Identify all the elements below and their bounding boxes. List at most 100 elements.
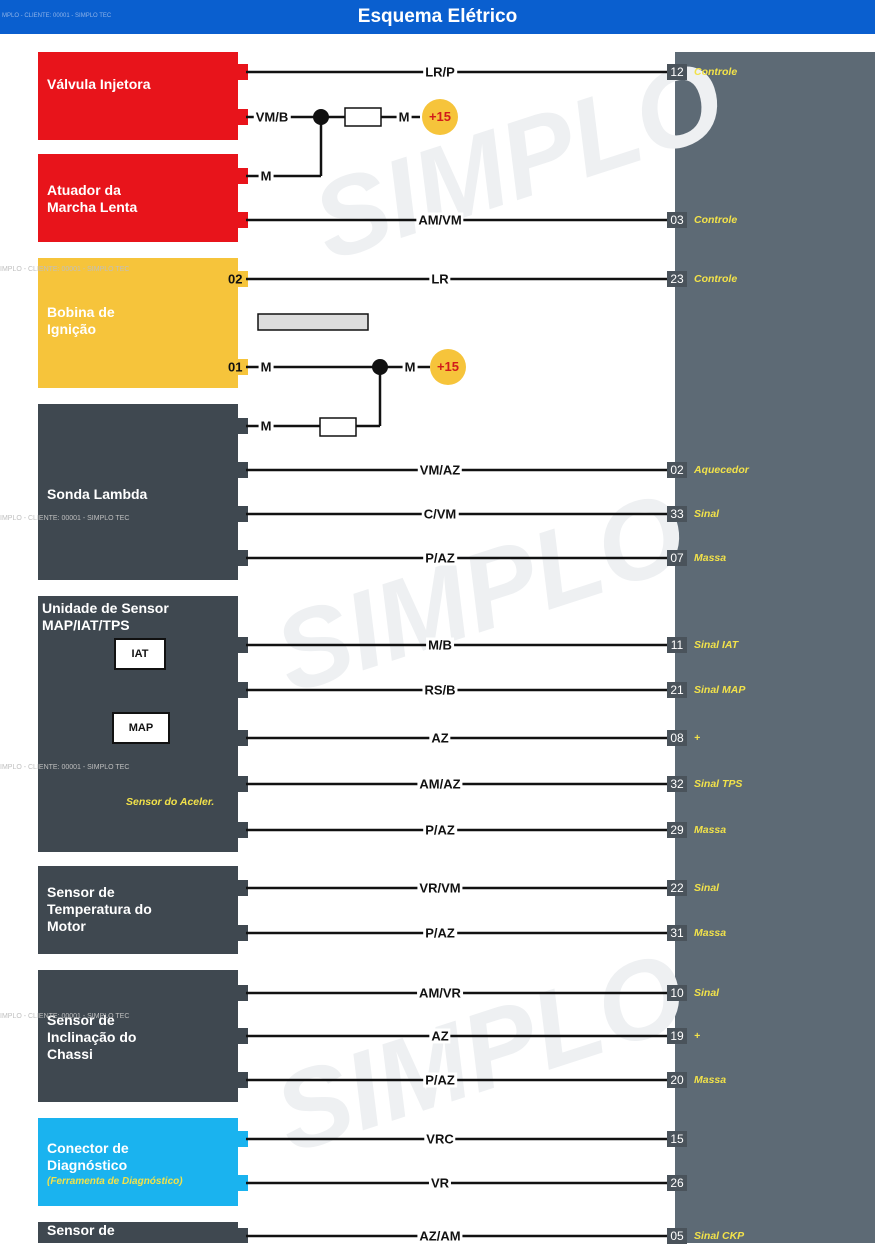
connector-notch bbox=[238, 880, 248, 896]
ecu-pin-description: Massa bbox=[694, 552, 727, 564]
wire-label: P/AZ bbox=[423, 1072, 457, 1088]
ecu-pin-description: Sinal IAT bbox=[694, 639, 739, 651]
ecu-pin-number: 21 bbox=[667, 682, 687, 698]
wire-label-m: M bbox=[258, 168, 274, 184]
ecu-pin-description: Controle bbox=[694, 273, 738, 285]
ecu-pin-number: 10 bbox=[667, 985, 687, 1001]
watermark-text: IMPLO - CLIENTE: 00001 - SIMPLO TEC bbox=[0, 764, 130, 771]
ecu-pin-number: 31 bbox=[667, 925, 687, 941]
watermark-logo: SIMPLO bbox=[261, 469, 700, 716]
block-label: Atuador da Marcha Lenta bbox=[47, 182, 138, 215]
connector-notch bbox=[238, 682, 248, 698]
block-sonda-lambda: Sonda Lambda bbox=[38, 404, 238, 580]
block-label: Sonda Lambda bbox=[47, 486, 148, 502]
block-conector-diagnostico: Conector de Diagnóstico (Ferramenta de D… bbox=[38, 1118, 238, 1206]
page-title: Esquema Elétrico bbox=[357, 6, 518, 27]
wire-label: AM/VM bbox=[416, 212, 464, 228]
wire-label: P/AZ bbox=[423, 925, 457, 941]
block-label: Bobina de Ignição bbox=[47, 304, 115, 337]
wire-label: VR/VM bbox=[417, 880, 463, 896]
spark-plug bbox=[257, 313, 369, 331]
wire-label: VM/AZ bbox=[417, 462, 463, 478]
plus15-terminal: +15 bbox=[422, 99, 458, 135]
wire-label: P/AZ bbox=[423, 822, 457, 838]
ecu-pin-number: 20 bbox=[667, 1072, 687, 1088]
wire-label: LR/P bbox=[423, 64, 457, 80]
connector-notch bbox=[238, 109, 248, 125]
connector-notch bbox=[238, 418, 248, 434]
connector-notch bbox=[238, 506, 248, 522]
wire-label-m: M bbox=[396, 109, 412, 125]
header-bar: MPLO - CLIENTE: 00001 - SIMPLO TEC Esque… bbox=[0, 0, 875, 34]
ecu-pin-number: 22 bbox=[667, 880, 687, 896]
wire-label: M/B bbox=[426, 637, 454, 653]
ecu-pin-description: Controle bbox=[694, 214, 738, 226]
connector-notch bbox=[238, 271, 248, 287]
connector-notch bbox=[238, 925, 248, 941]
ecu-connector-panel bbox=[675, 52, 875, 1243]
connector-notch bbox=[238, 822, 248, 838]
watermark-text: IMPLO - CLIENTE: 00001 - SIMPLO TEC bbox=[0, 266, 130, 273]
connector-notch bbox=[238, 550, 248, 566]
header-watermark-text: MPLO - CLIENTE: 00001 - SIMPLO TEC bbox=[2, 13, 112, 19]
coil-pin-01: 01 bbox=[228, 359, 243, 375]
connector-notch bbox=[238, 1131, 248, 1147]
wire-label: RS/B bbox=[422, 682, 458, 698]
ecu-pin-number: 03 bbox=[667, 212, 687, 228]
connector-notch bbox=[238, 985, 248, 1001]
ecu-pin-description: Aquecedor bbox=[694, 464, 749, 476]
connector-notch bbox=[238, 730, 248, 746]
ecu-pin-number: 08 bbox=[667, 730, 687, 746]
ecu-pin-number: 32 bbox=[667, 776, 687, 792]
watermark-text: IMPLO - CLIENTE: 00001 - SIMPLO TEC bbox=[0, 1013, 130, 1020]
wire-label-m: M bbox=[258, 418, 274, 434]
ecu-pin-description: Sinal bbox=[694, 508, 720, 520]
block-sensor-inclinacao: Sensor de Inclinação do Chassi bbox=[38, 970, 238, 1102]
block-label: Unidade de Sensor MAP/IAT/TPS bbox=[42, 600, 169, 633]
block-sublabel: (Ferramenta de Diagnóstico) bbox=[47, 1176, 183, 1187]
ecu-pin-number: 12 bbox=[667, 64, 687, 80]
ecu-pin-description: Controle bbox=[694, 66, 738, 78]
connector-notch bbox=[238, 359, 248, 375]
map-sensor-box: MAP bbox=[112, 712, 170, 744]
wire-label: P/AZ bbox=[423, 550, 457, 566]
wire-label: AZ bbox=[429, 730, 451, 746]
block-label: Sensor de Inclinação do Chassi bbox=[47, 1012, 137, 1062]
wire-label-m: M bbox=[402, 359, 418, 375]
ecu-pin-description: Massa bbox=[694, 927, 727, 939]
connector-notch bbox=[238, 1028, 248, 1044]
connector-notch bbox=[238, 462, 248, 478]
ecu-pin-description: Sinal bbox=[694, 987, 720, 999]
wire-label-m: M bbox=[258, 359, 274, 375]
connector-notch bbox=[238, 637, 248, 653]
connector-notch bbox=[238, 1175, 248, 1191]
block-valvula-injetora: Válvula Injetora bbox=[38, 52, 238, 140]
ecu-pin-description: Sinal CKP bbox=[694, 1230, 745, 1242]
block-bobina-ignicao: Bobina de Ignição bbox=[38, 258, 238, 388]
wire-label: AZ/AM bbox=[417, 1228, 463, 1244]
ecu-pin-description: Sinal MAP bbox=[694, 684, 746, 696]
block-label: Conector de Diagnóstico bbox=[47, 1140, 129, 1173]
coil-pin-02: 02 bbox=[228, 271, 243, 287]
ecu-pin-number: 33 bbox=[667, 506, 687, 522]
connector-notch bbox=[238, 1228, 248, 1243]
block-label: Sensor de bbox=[47, 1222, 115, 1238]
ecu-pin-number: 02 bbox=[667, 462, 687, 478]
wire-label: AM/VR bbox=[417, 985, 463, 1001]
ecu-pin-description: Massa bbox=[694, 1074, 727, 1086]
wire-label: AZ bbox=[429, 1028, 451, 1044]
ecu-pin-number: 05 bbox=[667, 1228, 687, 1244]
block-sensor-temperatura: Sensor de Temperatura do Motor bbox=[38, 866, 238, 954]
block-label: Sensor de Temperatura do Motor bbox=[47, 884, 152, 934]
connector-notch bbox=[238, 64, 248, 80]
ecu-pin-description: + bbox=[694, 732, 701, 744]
fuse-connector bbox=[319, 417, 357, 437]
block-label: Válvula Injetora bbox=[47, 76, 151, 92]
ecu-pin-number: 11 bbox=[667, 637, 687, 653]
connector-notch bbox=[238, 168, 248, 184]
block-atuador-marcha-lenta: Atuador da Marcha Lenta bbox=[38, 154, 238, 242]
wire-label: VR bbox=[428, 1175, 452, 1191]
wire-label: C/VM bbox=[421, 506, 459, 522]
ecu-pin-number: 19 bbox=[667, 1028, 687, 1044]
